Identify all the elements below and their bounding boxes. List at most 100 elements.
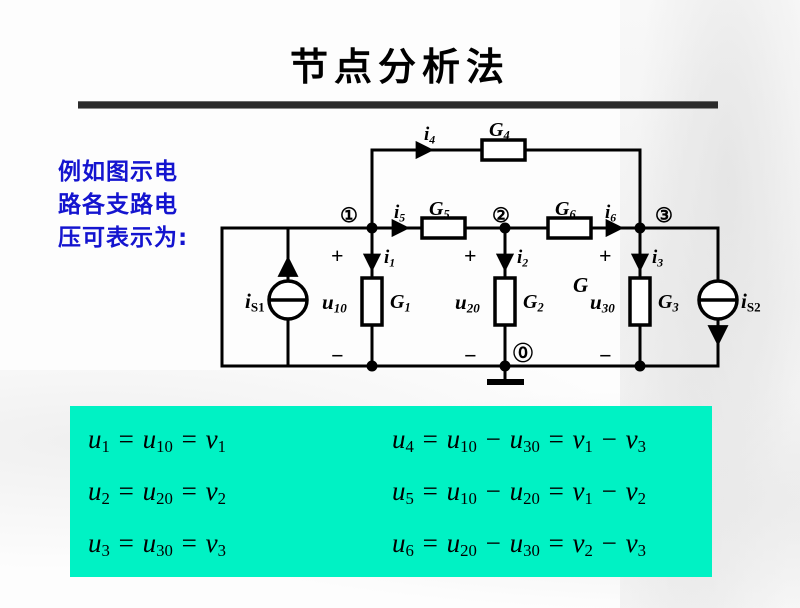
- eq-u1-rhs-sub: 1: [217, 437, 226, 457]
- label-i1-base: i: [384, 247, 390, 268]
- equation-u1: u1 = u10 = v1: [88, 424, 226, 457]
- equation-u3: u3 = u30 = v3: [88, 528, 226, 561]
- current-source-is2: [697, 279, 739, 347]
- label-g4-base: G: [489, 119, 504, 141]
- eq-u2-mid: u: [142, 476, 157, 506]
- wire-top-right: [523, 148, 642, 230]
- node-label-1: ①: [340, 205, 358, 227]
- eq-u6-lhs-sub: 6: [405, 541, 414, 561]
- label-is1-sub: S1: [250, 299, 265, 315]
- note-text: 例如图示电 路各支路电 压可表示为:: [58, 156, 258, 255]
- label-g2-base: G: [523, 291, 538, 313]
- label-g5-base: G: [429, 198, 444, 220]
- equation-panel: u1 = u10 = v1 u2 = u20 = v2 u3 = u30 = v…: [70, 406, 712, 577]
- label-i3-base: i: [652, 247, 658, 268]
- label-i3: i3: [652, 248, 663, 269]
- resistor-g3: [628, 276, 652, 327]
- label-is2: iS2: [741, 291, 761, 314]
- label-i1-sub: 1: [389, 256, 396, 270]
- label-i4-sub: 4: [429, 133, 436, 147]
- eq-u6-lhs: u: [392, 528, 406, 558]
- page-title: 节点分析法: [289, 44, 510, 89]
- label-i6-sub: 6: [610, 211, 617, 225]
- eq-u2-lhs-sub: 2: [101, 489, 110, 509]
- label-u20-sub: 20: [466, 300, 480, 316]
- eq-u5-a: u: [446, 476, 461, 506]
- label-u20-base: u: [455, 290, 467, 314]
- wire-top-left: [370, 148, 484, 230]
- eq-u5-lhs: u: [392, 476, 406, 506]
- label-u30: u30: [590, 292, 615, 315]
- eq-u6-b-sub: 30: [523, 541, 540, 561]
- eq-u4-d-sub: 3: [637, 437, 646, 457]
- label-g3: G3: [658, 292, 679, 314]
- eq-u6-d-sub: 3: [637, 541, 646, 561]
- label-u10-sub: 10: [333, 300, 347, 316]
- polarity-minus-u10: −: [331, 343, 344, 368]
- eq-u6-c-sub: 2: [584, 541, 593, 561]
- label-g1: G1: [390, 292, 411, 314]
- eq-u3-lhs: u: [88, 528, 102, 558]
- label-i4-base: i: [424, 124, 430, 145]
- eq-u4-b-sub: 30: [523, 437, 540, 457]
- junction-node1: [366, 222, 378, 234]
- eq-u2-rhs: v: [205, 476, 218, 506]
- equation-u4: u4 = u10 − u30 = v1 − v3: [392, 424, 646, 457]
- label-g6: G6: [555, 199, 576, 221]
- label-is1-base: i: [245, 289, 251, 313]
- eq-u4-b: u: [509, 424, 524, 454]
- equation-u5: u5 = u10 − u20 = v1 − v2: [392, 476, 646, 509]
- note-line-3: 压可表示为:: [58, 225, 189, 251]
- eq-u3-lhs-sub: 3: [101, 541, 110, 561]
- label-u30-base: u: [590, 290, 602, 314]
- eq-u3-mid: u: [142, 528, 157, 558]
- eq-u4-d: v: [625, 424, 638, 454]
- label-i5-sub: 5: [399, 211, 406, 225]
- eq-u5-lhs-sub: 5: [405, 489, 414, 509]
- label-i5: i5: [394, 203, 405, 224]
- eq-u5-c: v: [572, 476, 585, 506]
- label-i2-sub: 2: [522, 256, 529, 270]
- junction-node3: [634, 222, 646, 234]
- node-label-3: ③: [655, 205, 673, 227]
- label-g5: G5: [429, 199, 450, 221]
- eq-u2-lhs: u: [88, 476, 102, 506]
- junction-bottom-3: [634, 360, 646, 372]
- eq-u4-lhs-sub: 4: [405, 437, 414, 457]
- label-i6: i6: [605, 203, 616, 224]
- polarity-plus-u10: +: [331, 243, 344, 268]
- eq-u5-b: u: [509, 476, 524, 506]
- label-g3-sub: 3: [672, 300, 679, 315]
- eq-u1-lhs-sub: 1: [101, 437, 110, 457]
- eq-u1-rhs: v: [205, 424, 218, 454]
- label-g6-sub: 6: [569, 207, 576, 222]
- label-g3-base: G: [658, 291, 673, 313]
- eq-u5-d-sub: 2: [637, 489, 646, 509]
- label-is2-base: i: [741, 289, 747, 313]
- equation-grid: u1 = u10 = v1 u2 = u20 = v2 u3 = u30 = v…: [70, 406, 712, 577]
- eq-u1-mid-sub: 10: [156, 437, 173, 457]
- label-g2-sub: 2: [537, 300, 544, 315]
- junction-bottom-1: [366, 360, 378, 372]
- eq-u4-a: u: [446, 424, 461, 454]
- node-label-0: ⓪: [513, 343, 533, 365]
- label-u20: u20: [455, 292, 480, 315]
- label-u30-sub: 30: [601, 300, 615, 316]
- polarity-plus-u20: +: [464, 243, 477, 268]
- label-i1: i1: [384, 248, 395, 269]
- title-divider: [78, 101, 718, 109]
- label-i2-base: i: [517, 247, 523, 268]
- resistor-g2: [493, 276, 517, 327]
- label-i3-sub: 3: [657, 256, 664, 270]
- eq-u1-lhs: u: [88, 424, 102, 454]
- eq-u6-a-sub: 20: [460, 541, 477, 561]
- note-line-1: 例如图示电: [58, 159, 178, 185]
- note-line-2: 路各支路电: [58, 192, 178, 218]
- eq-u3-rhs-sub: 3: [217, 541, 226, 561]
- eq-u5-c-sub: 1: [584, 489, 593, 509]
- label-g4: G4: [489, 120, 510, 142]
- eq-u6-d: v: [625, 528, 638, 558]
- polarity-plus-u30: +: [599, 243, 612, 268]
- eq-u4-lhs: u: [392, 424, 406, 454]
- eq-u2-mid-sub: 20: [156, 489, 173, 509]
